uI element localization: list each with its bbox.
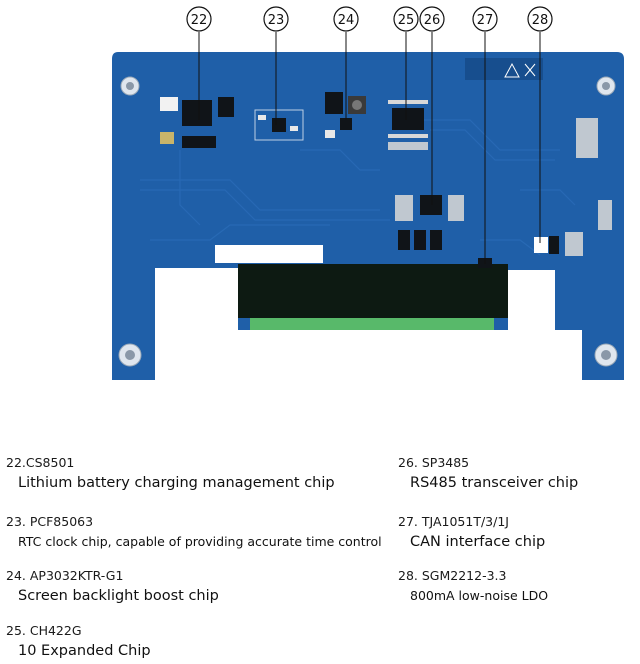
legend-title: 28. SGM2212-3.3: [398, 568, 507, 583]
callout-26: 26: [419, 6, 445, 32]
legend-entry-28: 28. SGM2212-3.3 800mA low-noise LDO: [398, 568, 548, 605]
legend-entry-26: 26. SP3485 RS485 transceiver chip: [398, 455, 578, 492]
callout-24: 24: [333, 6, 359, 32]
chip-22-cs8501: [160, 97, 234, 148]
board-diagram: 22 23 24 25 26 27 28: [112, 6, 624, 380]
svg-text:26: 26: [424, 13, 441, 28]
legend-title: 27. TJA1051T/3/1J: [398, 514, 509, 529]
legend-desc: 800mA low-noise LDO: [410, 588, 549, 603]
white-label: [215, 245, 323, 263]
legend-entry-25: 25. CH422G 10 Expanded Chip: [6, 623, 151, 660]
svg-text:25: 25: [398, 13, 415, 28]
legend-title: 25. CH422G: [6, 623, 82, 638]
callout-28: 28: [527, 6, 553, 32]
callout-22: 22: [186, 6, 212, 32]
legend-entry-27: 27. TJA1051T/3/1J CAN interface chip: [398, 514, 545, 551]
green-terminal: [250, 316, 494, 330]
chip-legend: 22.CS8501 Lithium battery charging manag…: [0, 440, 640, 664]
legend-desc: Lithium battery charging management chip: [18, 475, 335, 491]
legend-entry-22: 22.CS8501 Lithium battery charging manag…: [6, 455, 335, 492]
mounting-holes: [118, 76, 618, 367]
legend-entry-23: 23. PCF85063 RTC clock chip, capable of …: [6, 514, 382, 551]
svg-text:23: 23: [268, 13, 285, 28]
legend-desc: RTC clock chip, capable of providing acc…: [18, 534, 382, 549]
callout-25: 25: [393, 6, 419, 32]
right-side-components: [565, 118, 612, 256]
svg-text:27: 27: [477, 13, 494, 28]
svg-text:22: 22: [191, 13, 208, 28]
legend-desc: CAN interface chip: [410, 534, 546, 550]
legend-desc: 10 Expanded Chip: [18, 643, 151, 659]
compliance-icons: [504, 62, 536, 78]
chip-25-ch422g: [388, 100, 428, 150]
callout-27: 27: [472, 6, 498, 32]
chip-28-sgm2212: [534, 236, 559, 254]
legend-title: 22.CS8501: [6, 455, 75, 470]
legend-title: 24. AP3032KTR-G1: [6, 568, 124, 583]
leader-lines: [198, 32, 541, 264]
chip-26-sp3485: [395, 195, 464, 250]
legend-entry-24: 24. AP3032KTR-G1 Screen backlight boost …: [6, 568, 219, 605]
legend-title: 23. PCF85063: [6, 514, 94, 529]
callout-23: 23: [263, 6, 289, 32]
legend-desc: RS485 transceiver chip: [410, 475, 579, 491]
legend-title: 26. SP3485: [398, 455, 470, 470]
svg-text:28: 28: [532, 13, 549, 28]
legend-desc: Screen backlight boost chip: [18, 588, 219, 604]
chip-24-ap3032: [325, 92, 366, 138]
svg-text:24: 24: [338, 13, 355, 28]
main-connector: [238, 264, 508, 318]
